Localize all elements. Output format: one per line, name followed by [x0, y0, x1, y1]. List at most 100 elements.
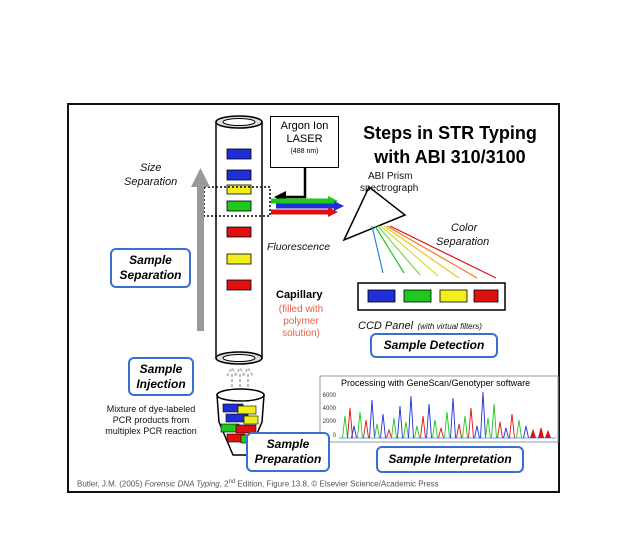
laser-line-1: Argon Ion	[280, 120, 329, 132]
epg-ytick-4000: 4000	[323, 406, 337, 412]
sample-interpretation-box: Sample Interpretation	[376, 446, 524, 473]
epg-ytick-0: 0	[333, 433, 337, 439]
capillary-column	[215, 115, 263, 365]
sample-separation-box: Sample Separation	[110, 248, 191, 288]
band-green-1	[226, 200, 252, 212]
sample-interpretation-label: Sample Interpretation	[388, 452, 512, 466]
laser-line-2: LASER	[286, 133, 323, 145]
epg-peak	[450, 397, 456, 439]
ccd-panel	[357, 282, 506, 311]
sample-preparation-line-2: Preparation	[254, 452, 322, 466]
epg-peak	[432, 419, 438, 439]
epg-peak	[456, 423, 462, 439]
sample-detection-box: Sample Detection	[370, 333, 498, 358]
title-line-1: Steps in STR Typing	[363, 123, 537, 143]
capillary-note-2: polymer	[283, 316, 319, 327]
capillary-note: (filled with polymer solution)	[273, 304, 329, 340]
sample-preparation-line-1: Sample	[266, 437, 310, 451]
capillary-label: Capillary	[276, 289, 323, 301]
mixture-caption: Mixture of dye-labeled PCR products from…	[92, 404, 210, 437]
band-yellow-1	[226, 184, 252, 195]
band-red-2	[226, 279, 252, 291]
ccd-caption: CCD Panel (with virtual filters)	[358, 316, 482, 334]
epg-size-standard-peak	[545, 431, 551, 438]
footer-book: Forensic DNA Typing	[144, 479, 220, 489]
footer-sup: nd	[228, 479, 236, 485]
spectrograph-line-1: ABI Prism	[368, 171, 413, 182]
epg-size-standard-peak	[530, 430, 536, 438]
mixture-line-3: multiplex PCR reaction	[105, 426, 197, 436]
dispersion-lines	[371, 225, 497, 279]
epg-peak	[491, 403, 497, 439]
footer-suffix: , Figure 13.8, © Elsevier Science/Academ…	[262, 479, 439, 489]
sample-injection-line-2: Injection	[136, 377, 186, 391]
laser-box: Argon Ion LASER (488 nm)	[270, 116, 339, 168]
band-yellow-2	[226, 253, 252, 265]
epg-ytick-6000: 6000	[323, 393, 337, 399]
epg-peak	[438, 427, 444, 439]
epg-peak	[509, 413, 515, 439]
spectrograph-line-2: spectrograph	[360, 183, 419, 194]
title-line-2: with ABI 310/3100	[374, 147, 526, 167]
footer-prefix: Butler, J.M. (2005)	[77, 479, 145, 489]
epg-peak	[420, 415, 426, 439]
epg-ytick-2000: 2000	[323, 419, 337, 425]
electropherogram: 6000 4000 2000 0	[319, 375, 559, 443]
sample-separation-line-2: Separation	[119, 268, 182, 282]
epg-peak	[444, 411, 450, 439]
sample-injection-line-1: Sample	[139, 362, 183, 376]
epg-peak	[397, 405, 403, 439]
epg-peak	[485, 417, 491, 439]
laser-arrow	[274, 168, 307, 203]
epg-peak	[391, 417, 397, 439]
size-sep-line-2: Separation	[124, 176, 178, 188]
epg-peak	[462, 415, 468, 439]
epg-peak	[342, 415, 348, 439]
epg-peak	[480, 391, 486, 439]
epg-peak	[357, 411, 363, 439]
epg-peak	[474, 425, 480, 439]
epg-peak	[403, 421, 409, 439]
epg-peak	[497, 421, 503, 439]
epg-peak	[351, 425, 357, 439]
epg-peak	[523, 425, 529, 439]
epg-peak	[380, 413, 386, 439]
capillary-note-3: solution)	[282, 328, 320, 339]
band-blue-2	[226, 169, 252, 181]
mixture-line-1: Mixture of dye-labeled	[106, 404, 196, 414]
size-sep-line-1: Size	[140, 162, 162, 174]
injection-arrows	[226, 366, 254, 392]
fluorescence-label: Fluorescence	[267, 241, 331, 253]
epg-peak	[408, 395, 414, 439]
epg-peak	[374, 423, 380, 439]
epg-peak	[503, 427, 509, 439]
epg-peak	[386, 428, 392, 439]
footer-edition-word: Edition	[235, 479, 263, 489]
epg-title: Processing with GeneScan/Genotyper softw…	[341, 378, 531, 388]
epg-peak	[414, 425, 420, 439]
band-blue-1	[226, 148, 252, 160]
epg-peak	[363, 419, 369, 439]
epg-peak	[369, 399, 375, 439]
detection-window	[203, 186, 271, 217]
footer-edition: , 2	[219, 479, 229, 489]
prism	[342, 185, 407, 242]
sample-injection-box: Sample Injection	[128, 357, 194, 396]
capillary-note-1: (filled with	[278, 304, 324, 315]
epg-peak	[468, 407, 474, 439]
color-sep-line-2: Separation	[436, 236, 490, 248]
sample-preparation-box: Sample Preparation	[246, 432, 330, 472]
citation-footer: Butler, J.M. (2005) Forensic DNA Typing,…	[77, 479, 439, 489]
epg-size-standard-peak	[538, 428, 544, 438]
epg-peak	[347, 407, 353, 439]
fluorescence-arrows	[271, 196, 344, 217]
epg-peak	[426, 403, 432, 439]
laser-wavelength: (488 nm)	[290, 148, 319, 155]
epg-peak	[516, 419, 522, 439]
sample-separation-line-1: Sample	[129, 253, 172, 267]
color-sep-line-1: Color	[451, 222, 478, 234]
ccd-label: CCD Panel	[358, 320, 414, 332]
mixture-line-2: PCR products from	[112, 415, 190, 425]
ccd-note: (with virtual filters)	[417, 322, 482, 331]
